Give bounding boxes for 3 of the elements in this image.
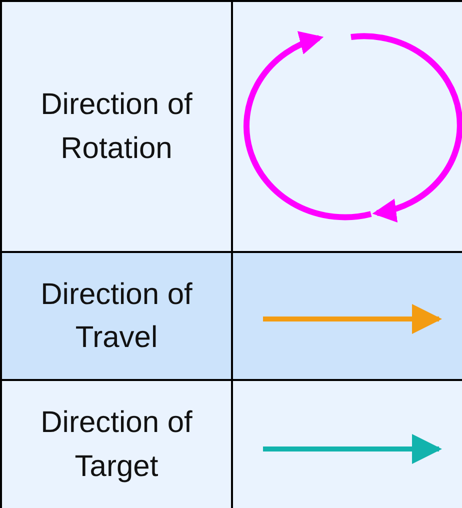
legend-label: Direction of Target — [40, 405, 194, 484]
legend-label: Direction of Rotation — [40, 87, 194, 166]
legend-label: Direction of Travel — [40, 276, 194, 356]
